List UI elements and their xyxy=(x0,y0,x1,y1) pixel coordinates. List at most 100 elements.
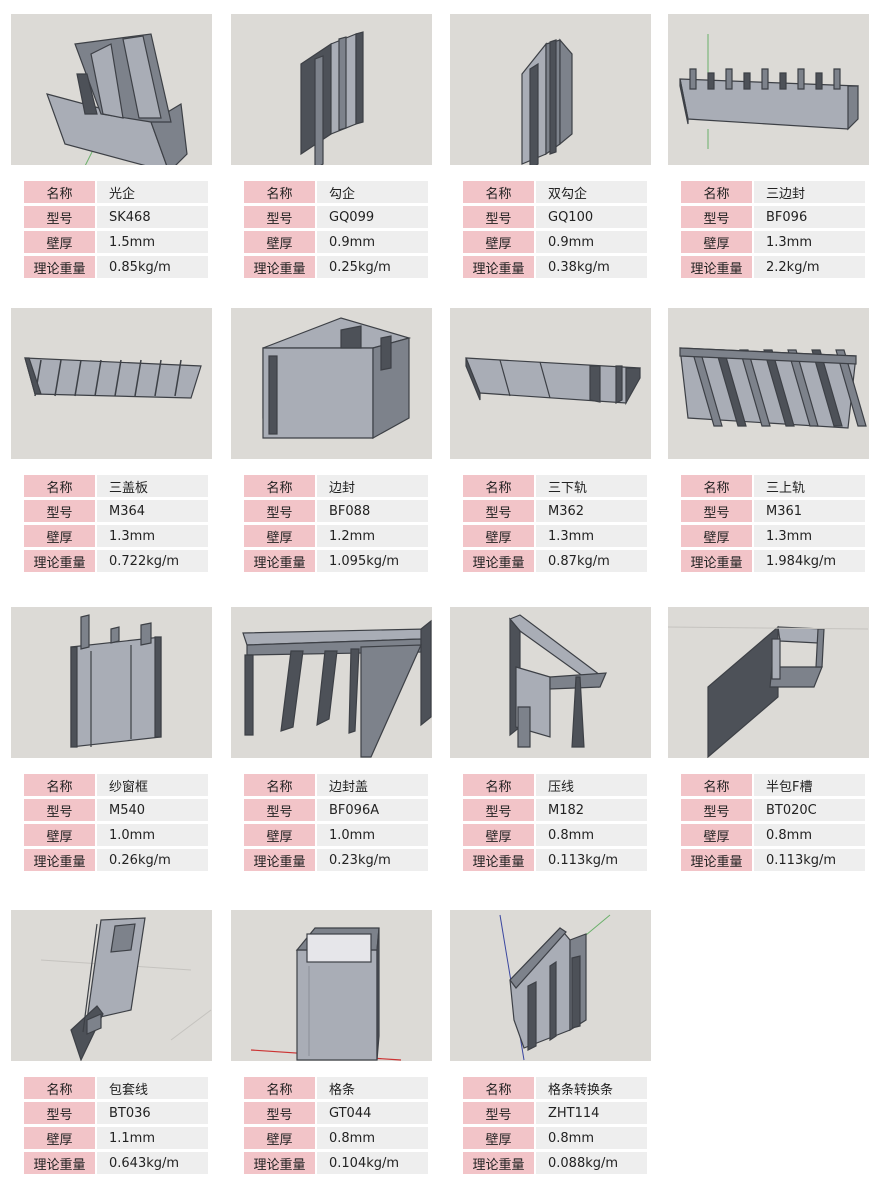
product-name: 边封盖 xyxy=(317,774,428,796)
product-image xyxy=(668,14,869,165)
spec-label: 理论重量 xyxy=(681,550,752,572)
spec-label: 壁厚 xyxy=(244,525,315,547)
profile-render xyxy=(509,614,607,748)
product-thickness: 1.0mm xyxy=(97,824,208,846)
product-name: 三下轨 xyxy=(536,475,647,497)
spec-row-name: 名称三盖板 xyxy=(24,475,208,497)
product-thickness: 0.8mm xyxy=(754,824,865,846)
product-name: 三盖板 xyxy=(97,475,208,497)
spec-label: 型号 xyxy=(463,1102,534,1124)
profile-render xyxy=(242,619,432,758)
spec-label: 壁厚 xyxy=(244,824,315,846)
spec-label: 壁厚 xyxy=(681,231,752,253)
spec-label: 理论重量 xyxy=(681,849,752,871)
spec-label: 型号 xyxy=(244,206,315,228)
product-weight: 0.104kg/m xyxy=(317,1152,428,1174)
product-model: M362 xyxy=(536,500,647,522)
spec-label: 理论重量 xyxy=(24,256,95,278)
spec-label: 理论重量 xyxy=(244,550,315,572)
profile-render xyxy=(250,927,402,1061)
product-thickness: 1.3mm xyxy=(536,525,647,547)
product-thickness: 1.0mm xyxy=(317,824,428,846)
spec-label: 型号 xyxy=(24,799,95,821)
product-weight: 0.26kg/m xyxy=(97,849,208,871)
product-image xyxy=(11,910,212,1061)
product-image xyxy=(11,607,212,758)
spec-row-name: 名称三上轨 xyxy=(681,475,865,497)
product-name: 光企 xyxy=(97,181,208,203)
product-model: M364 xyxy=(97,500,208,522)
product-weight: 0.643kg/m xyxy=(97,1152,208,1174)
profile-render xyxy=(521,38,573,165)
spec-label: 型号 xyxy=(463,500,534,522)
product-image xyxy=(450,910,651,1061)
spec-label: 壁厚 xyxy=(463,824,534,846)
spec-label: 壁厚 xyxy=(24,1127,95,1149)
spec-label: 型号 xyxy=(463,206,534,228)
spec-label: 壁厚 xyxy=(24,824,95,846)
product-weight: 0.088kg/m xyxy=(536,1152,647,1174)
product-thickness: 0.8mm xyxy=(536,824,647,846)
spec-label: 型号 xyxy=(244,799,315,821)
spec-label: 理论重量 xyxy=(24,849,95,871)
spec-label: 壁厚 xyxy=(463,231,534,253)
product-image xyxy=(231,607,432,758)
spec-label: 型号 xyxy=(24,1102,95,1124)
product-image xyxy=(668,308,869,459)
product-weight: 0.25kg/m xyxy=(317,256,428,278)
spec-row-name: 名称包套线 xyxy=(24,1077,208,1099)
profile-render xyxy=(679,34,859,149)
product-name: 纱窗框 xyxy=(97,774,208,796)
product-weight: 0.113kg/m xyxy=(536,849,647,871)
product-model: BF096A xyxy=(317,799,428,821)
spec-row-name: 名称压线 xyxy=(463,774,647,796)
product-image xyxy=(11,308,212,459)
spec-row-name: 名称半包F槽 xyxy=(681,774,865,796)
spec-row-name: 名称边封 xyxy=(244,475,428,497)
spec-label: 壁厚 xyxy=(681,525,752,547)
product-image xyxy=(668,607,869,758)
product-model: M361 xyxy=(754,500,865,522)
product-weight: 1.095kg/m xyxy=(317,550,428,572)
product-image xyxy=(231,14,432,165)
product-thickness: 0.8mm xyxy=(317,1127,428,1149)
profile-render xyxy=(499,914,611,1061)
product-model: ZHT114 xyxy=(536,1102,647,1124)
product-thickness: 1.3mm xyxy=(754,525,865,547)
product-model: M540 xyxy=(97,799,208,821)
product-thickness: 1.1mm xyxy=(97,1127,208,1149)
